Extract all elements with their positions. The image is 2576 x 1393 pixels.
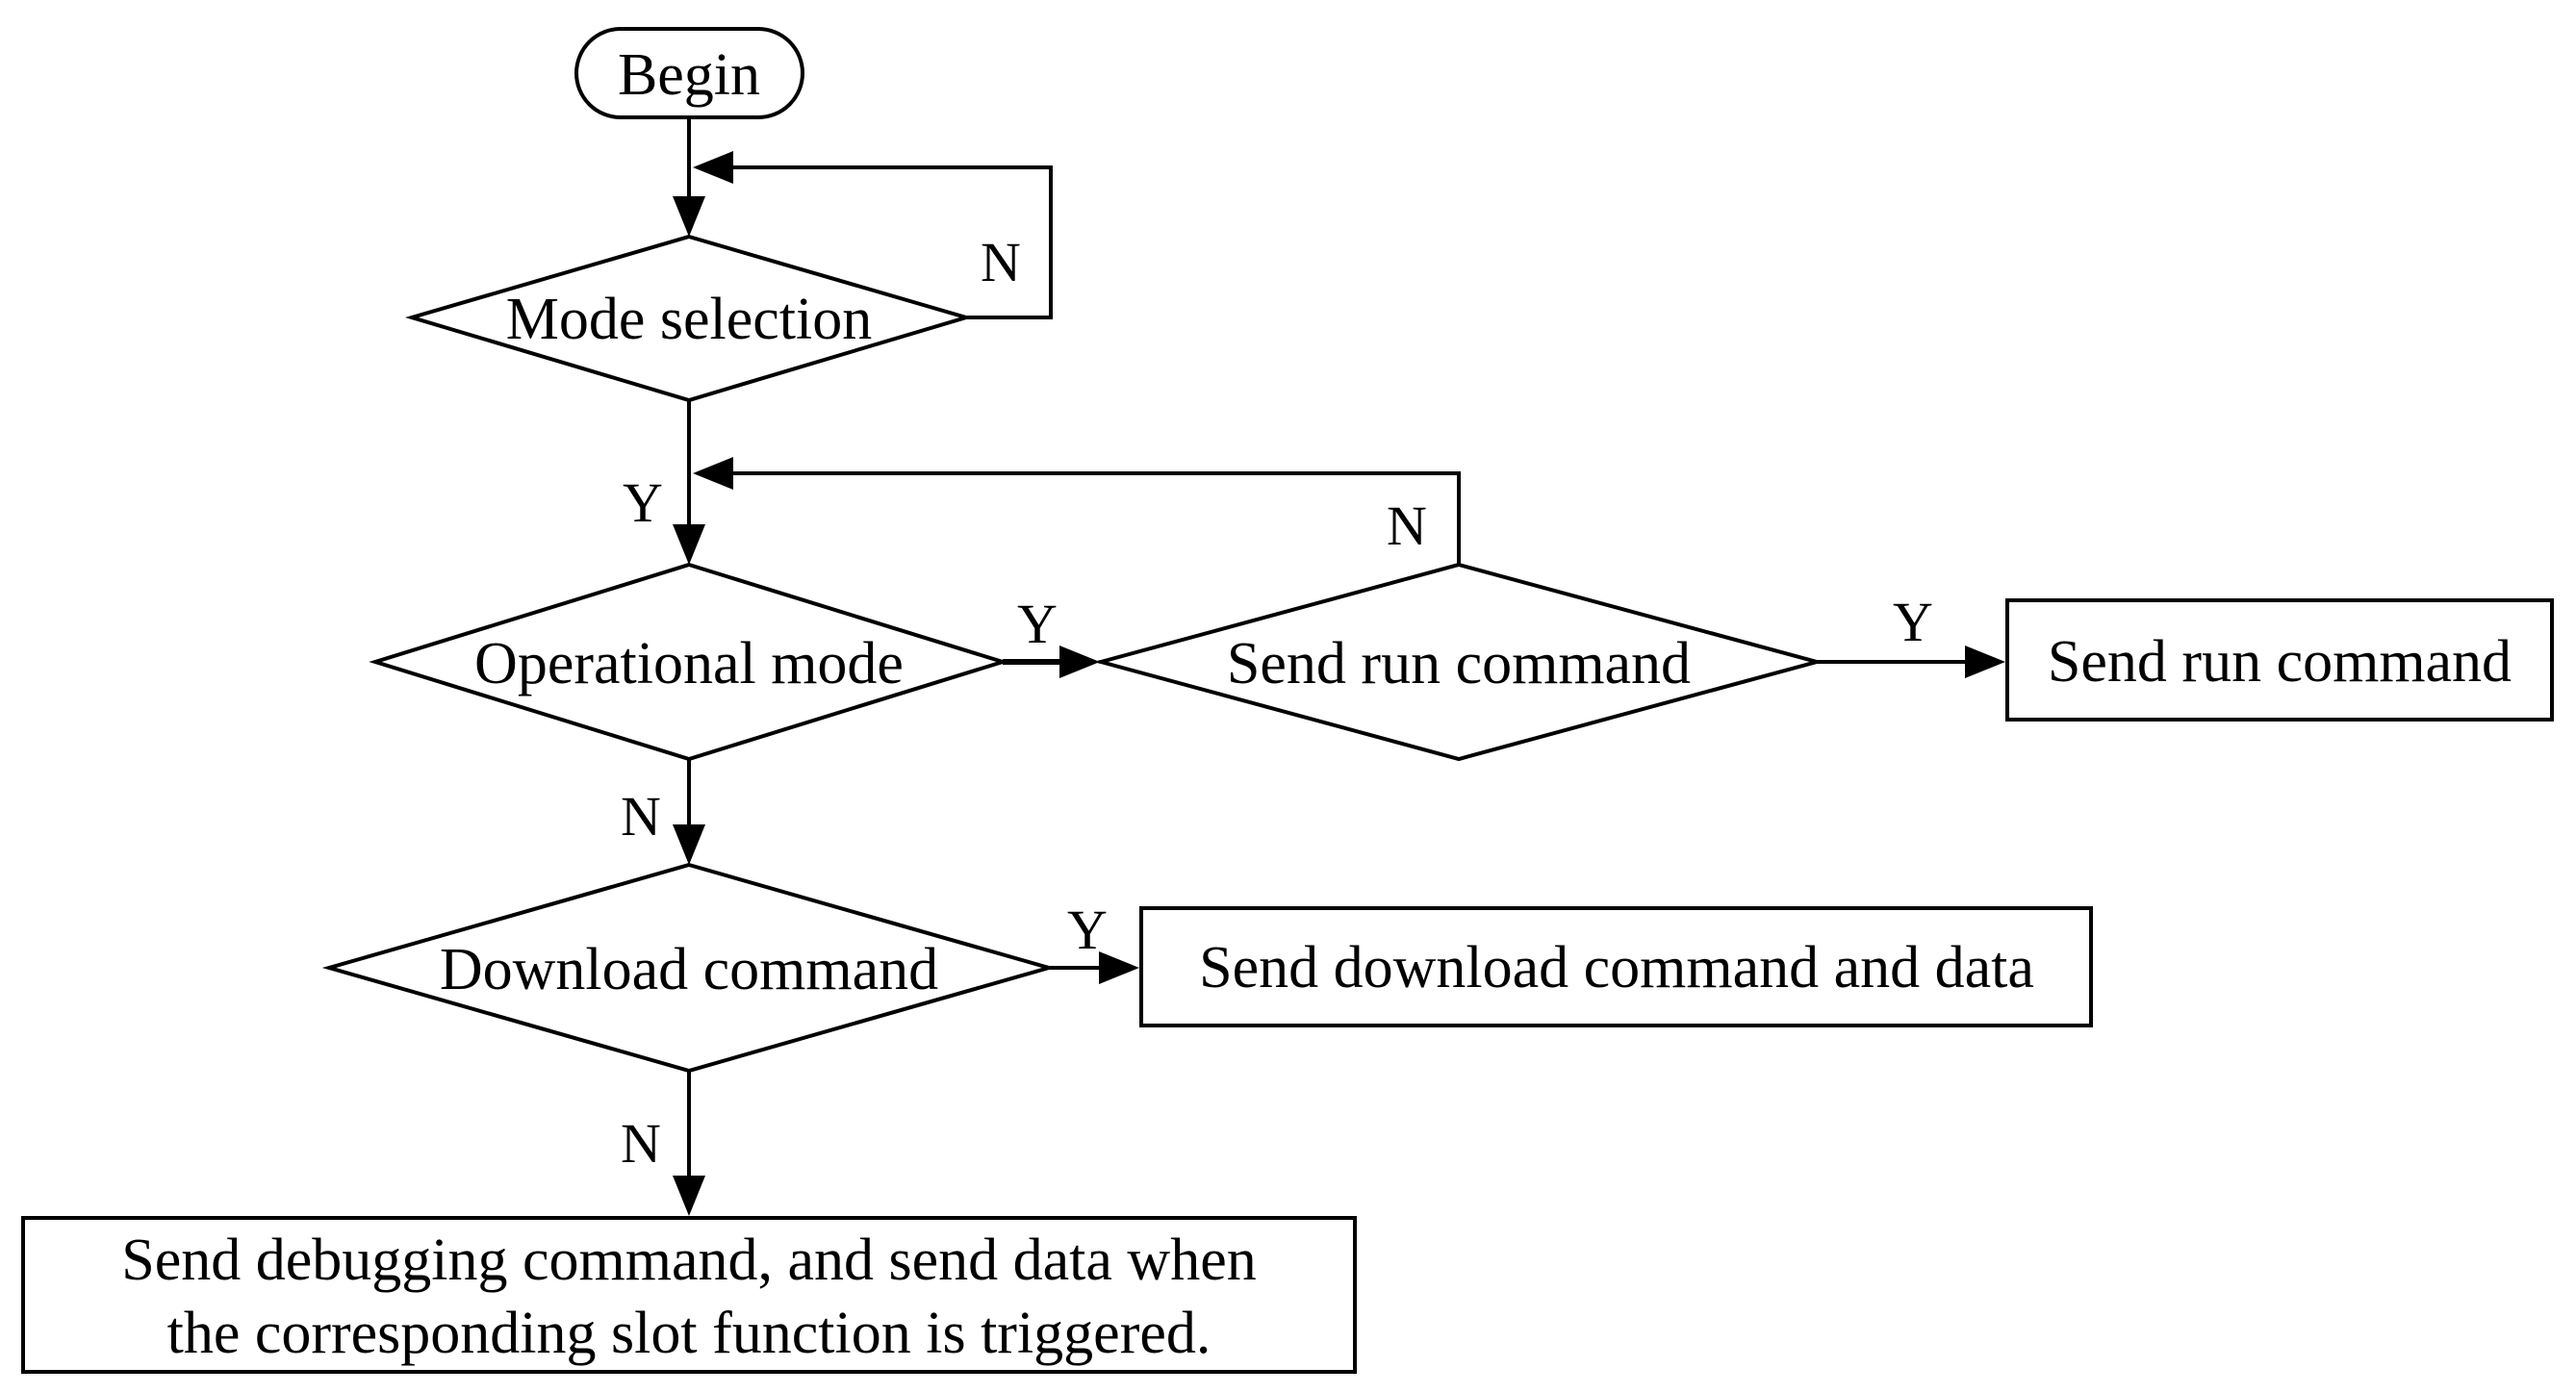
operational-mode-decision: [369, 562, 1009, 762]
arrowhead-send-run-n-merge: [693, 457, 733, 490]
arrowhead-into-send-debugging-process: [673, 1176, 705, 1216]
arrowhead-into-send-download-process: [1099, 951, 1139, 984]
operational-mode-label: Operational mode: [474, 631, 904, 696]
send-run-command-decision-label: Send run command: [1227, 631, 1691, 696]
branch-label-send-run-y: Y: [1893, 591, 1933, 653]
mode-selection-label: Mode selection: [506, 287, 873, 352]
branch-label-download-n: N: [621, 1112, 661, 1175]
arrowhead-into-send-run-process: [1965, 646, 2005, 678]
branch-label-mode-selection-n: N: [981, 231, 1021, 293]
edge-send-run-n-loop: [731, 471, 1461, 565]
arrowhead-into-send-run-decision: [1059, 646, 1100, 678]
send-run-command-decision: [1093, 562, 1824, 762]
send-run-command-process: [2005, 598, 2554, 722]
branch-label-operational-y: Y: [1017, 593, 1058, 655]
branch-label-mode-selection-y: Y: [623, 471, 663, 534]
download-command-label: Download command: [440, 937, 938, 1002]
arrowhead-into-operational-mode: [673, 524, 705, 565]
branch-label-operational-n: N: [621, 785, 661, 848]
branch-label-send-run-n: N: [1387, 494, 1427, 557]
download-command-decision: [321, 862, 1057, 1074]
send-download-process-label: Send download command and data: [1199, 935, 2034, 1000]
begin-terminal: [574, 27, 804, 119]
edge-mode-selection-n-loop: [731, 165, 1053, 319]
send-download-process: [1139, 906, 2093, 1027]
send-debugging-process-label-line1: Send debugging command, and send data wh…: [121, 1228, 1256, 1293]
send-debugging-process: [21, 1216, 1357, 1374]
begin-label: Begin: [618, 42, 760, 108]
send-run-command-process-label: Send run command: [2048, 629, 2512, 695]
arrowhead-into-download-command: [673, 824, 705, 865]
arrowhead-n-loop-merge: [693, 151, 733, 184]
arrowhead-into-mode-selection: [673, 196, 705, 237]
branch-label-download-y: Y: [1067, 899, 1108, 961]
mode-selection-decision: [404, 234, 974, 403]
send-debugging-process-label-line2: the corresponding slot function is trigg…: [167, 1301, 1211, 1366]
